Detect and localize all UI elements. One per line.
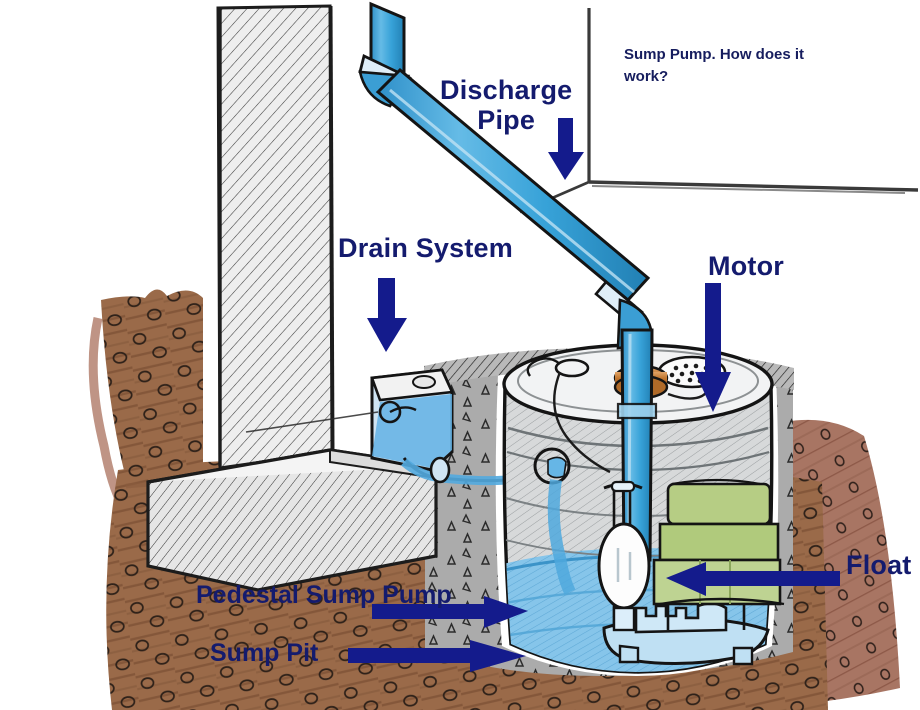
arrow-sump-pit [348,640,526,672]
drain-system-box [245,368,507,486]
label-discharge-pipe: Discharge Pipe [440,75,573,136]
arrow-motor [695,283,731,412]
arrow-discharge-pipe [548,118,584,180]
label-pedestal-sump-pump: Pedestal Sump Pump [196,581,452,609]
arrow-drain-system [367,278,407,352]
basement-wall-corner [519,8,919,214]
diagram-title: Sump Pump. How does it work? [624,46,805,85]
arrow-pedestal-sump-pump [372,596,528,628]
label-sump-pit: Sump Pit [210,639,319,667]
label-drain-system: Drain System [338,233,513,263]
label-motor: Motor [708,251,784,281]
float-switch [597,480,651,632]
label-float: Float [846,550,912,580]
arrow-float [666,562,840,596]
foundation-wall [216,4,335,470]
callout-arrows [348,118,840,672]
